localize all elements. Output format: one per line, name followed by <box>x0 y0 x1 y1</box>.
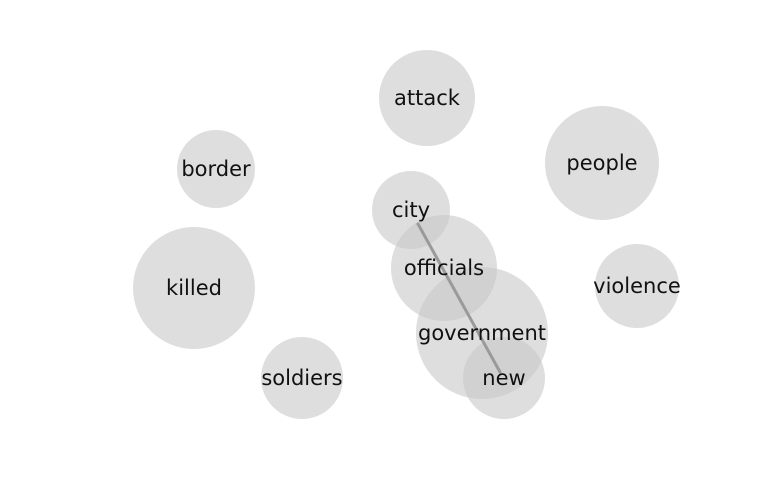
bubble-killed <box>133 227 255 349</box>
label-government: government <box>418 321 546 345</box>
label-officials: officials <box>404 256 484 280</box>
link-city-new <box>416 222 502 374</box>
bubble-soldiers <box>261 337 343 419</box>
bubble-border <box>177 130 255 208</box>
bubble-new <box>463 337 545 419</box>
label-new: new <box>482 366 525 390</box>
label-killed: killed <box>166 276 222 300</box>
bubble-people <box>545 106 659 220</box>
label-violence: violence <box>593 274 681 298</box>
label-city: city <box>392 198 430 222</box>
label-attack: attack <box>394 86 461 110</box>
bubble-violence <box>595 244 679 328</box>
label-border: border <box>181 157 251 181</box>
label-people: people <box>566 151 637 175</box>
bubble-attack <box>379 50 475 146</box>
label-soldiers: soldiers <box>261 366 342 390</box>
